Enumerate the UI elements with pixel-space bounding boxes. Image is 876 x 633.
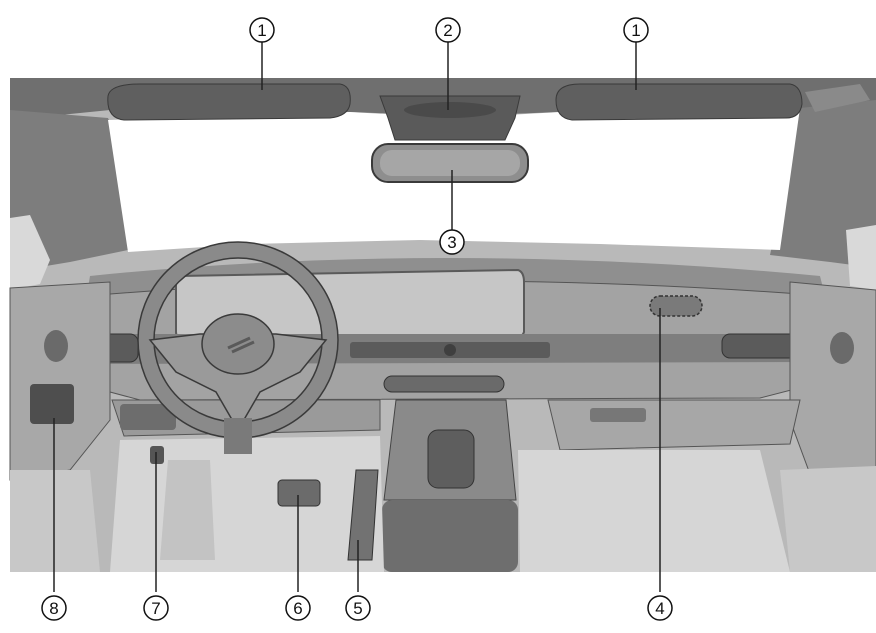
right-seat — [780, 466, 876, 572]
right-a-pillar — [770, 100, 876, 268]
callout-label: 5 — [353, 599, 362, 618]
floor-mat-pattern — [160, 460, 215, 560]
window-switch-panel — [30, 384, 74, 424]
left-a-pillar — [10, 110, 128, 272]
callout-label: 3 — [447, 233, 456, 252]
callout-5: 5 — [345, 595, 371, 621]
callout-3: 3 — [439, 229, 465, 255]
left-seat — [10, 470, 100, 572]
brake-pedal — [277, 479, 321, 507]
rearview-mirror-glass — [380, 150, 520, 176]
right-door-panel — [789, 281, 876, 483]
accelerator-pedal — [347, 469, 379, 561]
callout-6: 6 — [285, 595, 311, 621]
steering-wheel-logo — [227, 336, 255, 354]
callouts: 1 2 1 3 4 5 6 7 — [41, 17, 673, 621]
sun-visor-left — [107, 83, 351, 121]
sun-visor-right — [555, 83, 803, 121]
steering-column — [224, 418, 252, 454]
overhead-module — [404, 102, 496, 118]
headlamp-switch — [120, 404, 176, 430]
glovebox-handle — [590, 408, 646, 422]
callout-2: 2 — [435, 17, 461, 43]
callout-4: 4 — [647, 595, 673, 621]
passenger-airbag-area — [649, 295, 703, 317]
callout-label: 1 — [631, 21, 640, 40]
console-armrest — [382, 500, 518, 572]
callout-label: 2 — [443, 21, 452, 40]
callout-1-right: 1 — [623, 17, 649, 43]
left-side-window — [10, 215, 50, 290]
callout-label: 6 — [293, 599, 302, 618]
callout-label: 1 — [257, 21, 266, 40]
climate-control-bar — [383, 375, 505, 393]
steering-wheel — [137, 241, 339, 454]
glovebox — [547, 399, 801, 451]
right-mirror-switch — [830, 332, 854, 364]
gear-selector — [427, 429, 475, 489]
callout-label: 8 — [49, 599, 58, 618]
callout-label: 7 — [151, 599, 160, 618]
left-mirror-switch — [44, 330, 68, 362]
hazard-button — [444, 344, 456, 356]
callout-label: 4 — [655, 599, 664, 618]
hood-release — [150, 446, 164, 464]
floor-right — [518, 450, 790, 572]
right-side-window — [846, 225, 876, 290]
callout-1-left: 1 — [249, 17, 275, 43]
leader-lines — [53, 42, 661, 592]
callout-7: 7 — [143, 595, 169, 621]
roof-rail-right — [805, 84, 870, 112]
left-door-panel — [9, 281, 111, 481]
vent-right — [721, 333, 799, 359]
callout-8: 8 — [41, 595, 67, 621]
